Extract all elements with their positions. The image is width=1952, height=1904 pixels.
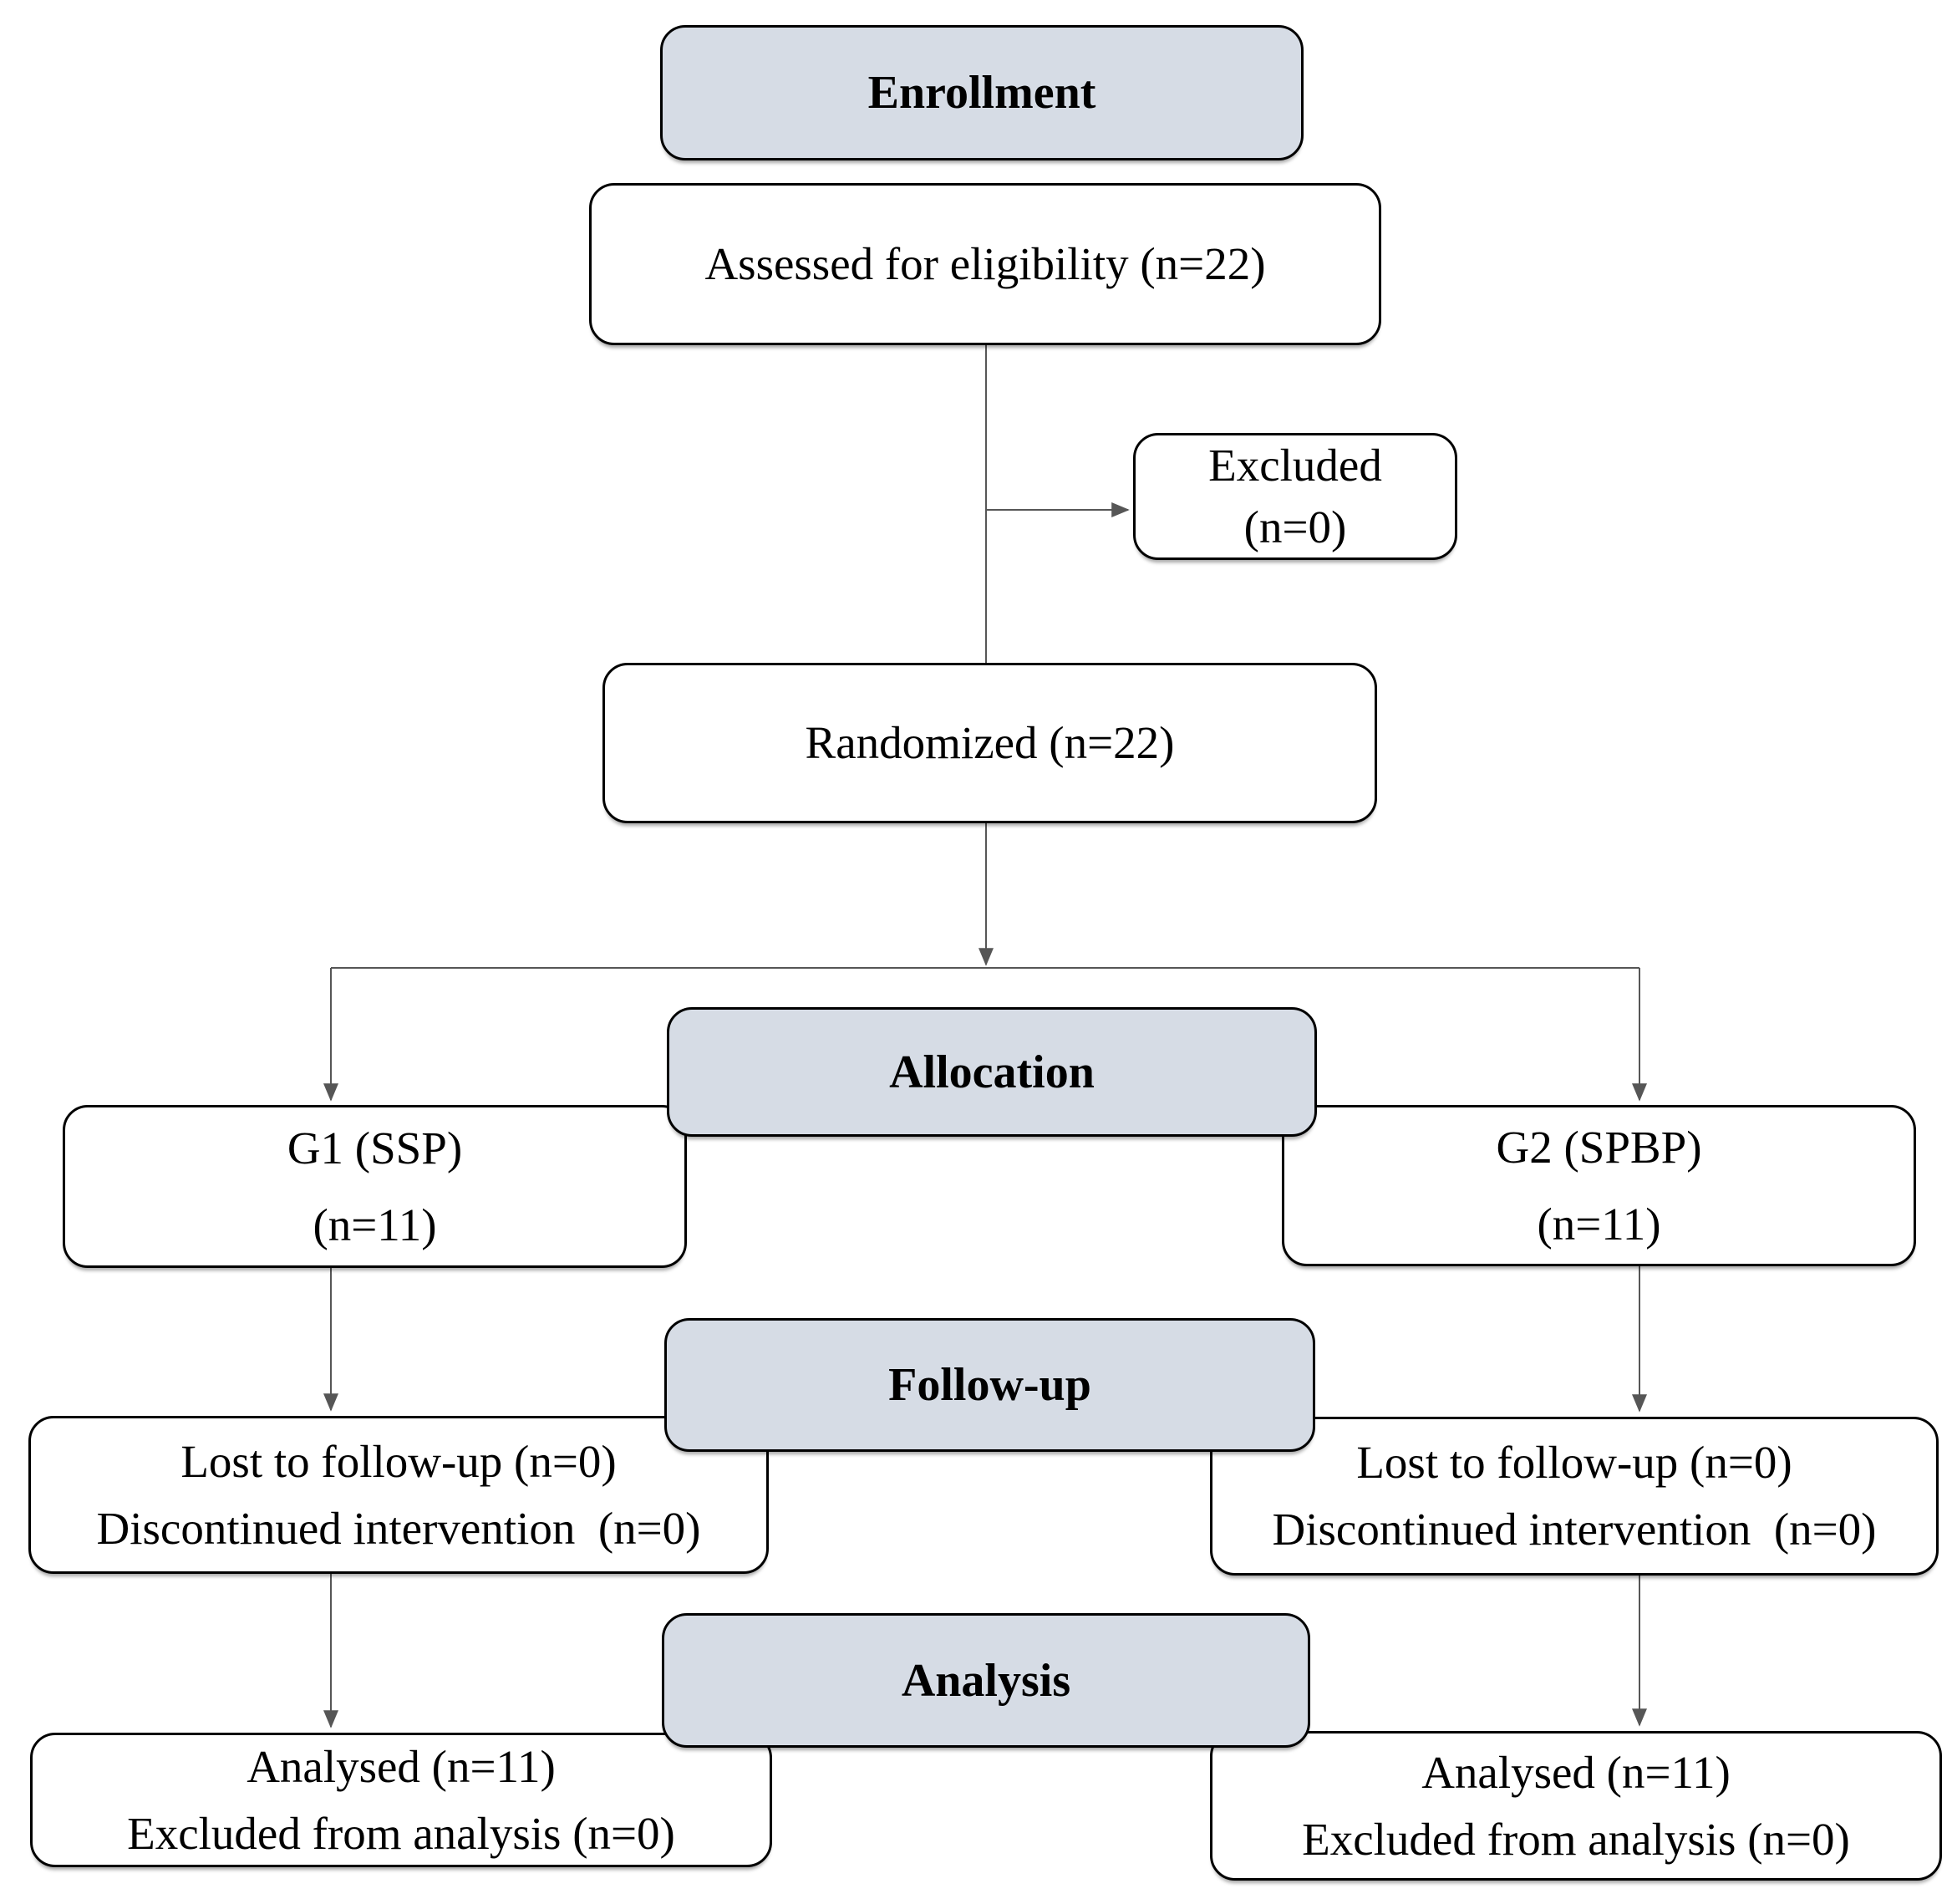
excluded-label-line2: (n=0) <box>1243 501 1347 552</box>
followup-left-label-line2: Discontinued intervention (n=0) <box>96 1502 701 1554</box>
analysis-header-label: Analysis <box>901 1654 1071 1707</box>
followup-right-box: Lost to follow-up (n=0) Discontinued int… <box>1210 1417 1939 1576</box>
group2-label-line1: G2 (SPBP) <box>1496 1121 1702 1173</box>
analysis-left-label-line2: Excluded from analysis (n=0) <box>127 1807 675 1859</box>
group1-label-line1: G1 (SSP) <box>287 1122 463 1173</box>
allocation-header: Allocation <box>667 1007 1317 1137</box>
enrollment-header: Enrollment <box>660 25 1304 160</box>
analysis-right-label-line2: Excluded from analysis (n=0) <box>1302 1813 1850 1865</box>
randomized-label: Randomized (n=22) <box>805 717 1175 768</box>
group2-box: G2 (SPBP) (n=11) <box>1282 1105 1916 1266</box>
group1-label-line2: (n=11) <box>313 1199 437 1250</box>
followup-right-label-line2: Discontinued intervention (n=0) <box>1272 1504 1877 1555</box>
group1-box: G1 (SSP) (n=11) <box>63 1105 687 1268</box>
analysis-right-label-line1: Analysed (n=11) <box>1421 1746 1731 1798</box>
followup-left-box: Lost to follow-up (n=0) Discontinued int… <box>28 1416 769 1574</box>
randomized-box: Randomized (n=22) <box>602 663 1377 823</box>
allocation-header-label: Allocation <box>889 1046 1095 1098</box>
assessed-eligibility-label: Assessed for eligibility (n=22) <box>704 238 1266 289</box>
followup-header-label: Follow-up <box>888 1359 1091 1411</box>
assessed-eligibility-box: Assessed for eligibility (n=22) <box>589 183 1381 345</box>
analysis-left-box: Analysed (n=11) Excluded from analysis (… <box>30 1733 772 1867</box>
followup-header: Follow-up <box>664 1318 1315 1452</box>
analysis-header: Analysis <box>662 1613 1310 1748</box>
group2-label-line2: (n=11) <box>1537 1198 1661 1250</box>
analysis-left-label-line1: Analysed (n=11) <box>247 1740 556 1792</box>
followup-left-label-line1: Lost to follow-up (n=0) <box>180 1435 617 1487</box>
excluded-box: Excluded (n=0) <box>1133 433 1457 560</box>
analysis-right-box: Analysed (n=11) Excluded from analysis (… <box>1210 1731 1942 1881</box>
excluded-label-line1: Excluded <box>1208 440 1382 491</box>
enrollment-header-label: Enrollment <box>867 67 1096 119</box>
followup-right-label-line1: Lost to follow-up (n=0) <box>1356 1437 1792 1488</box>
